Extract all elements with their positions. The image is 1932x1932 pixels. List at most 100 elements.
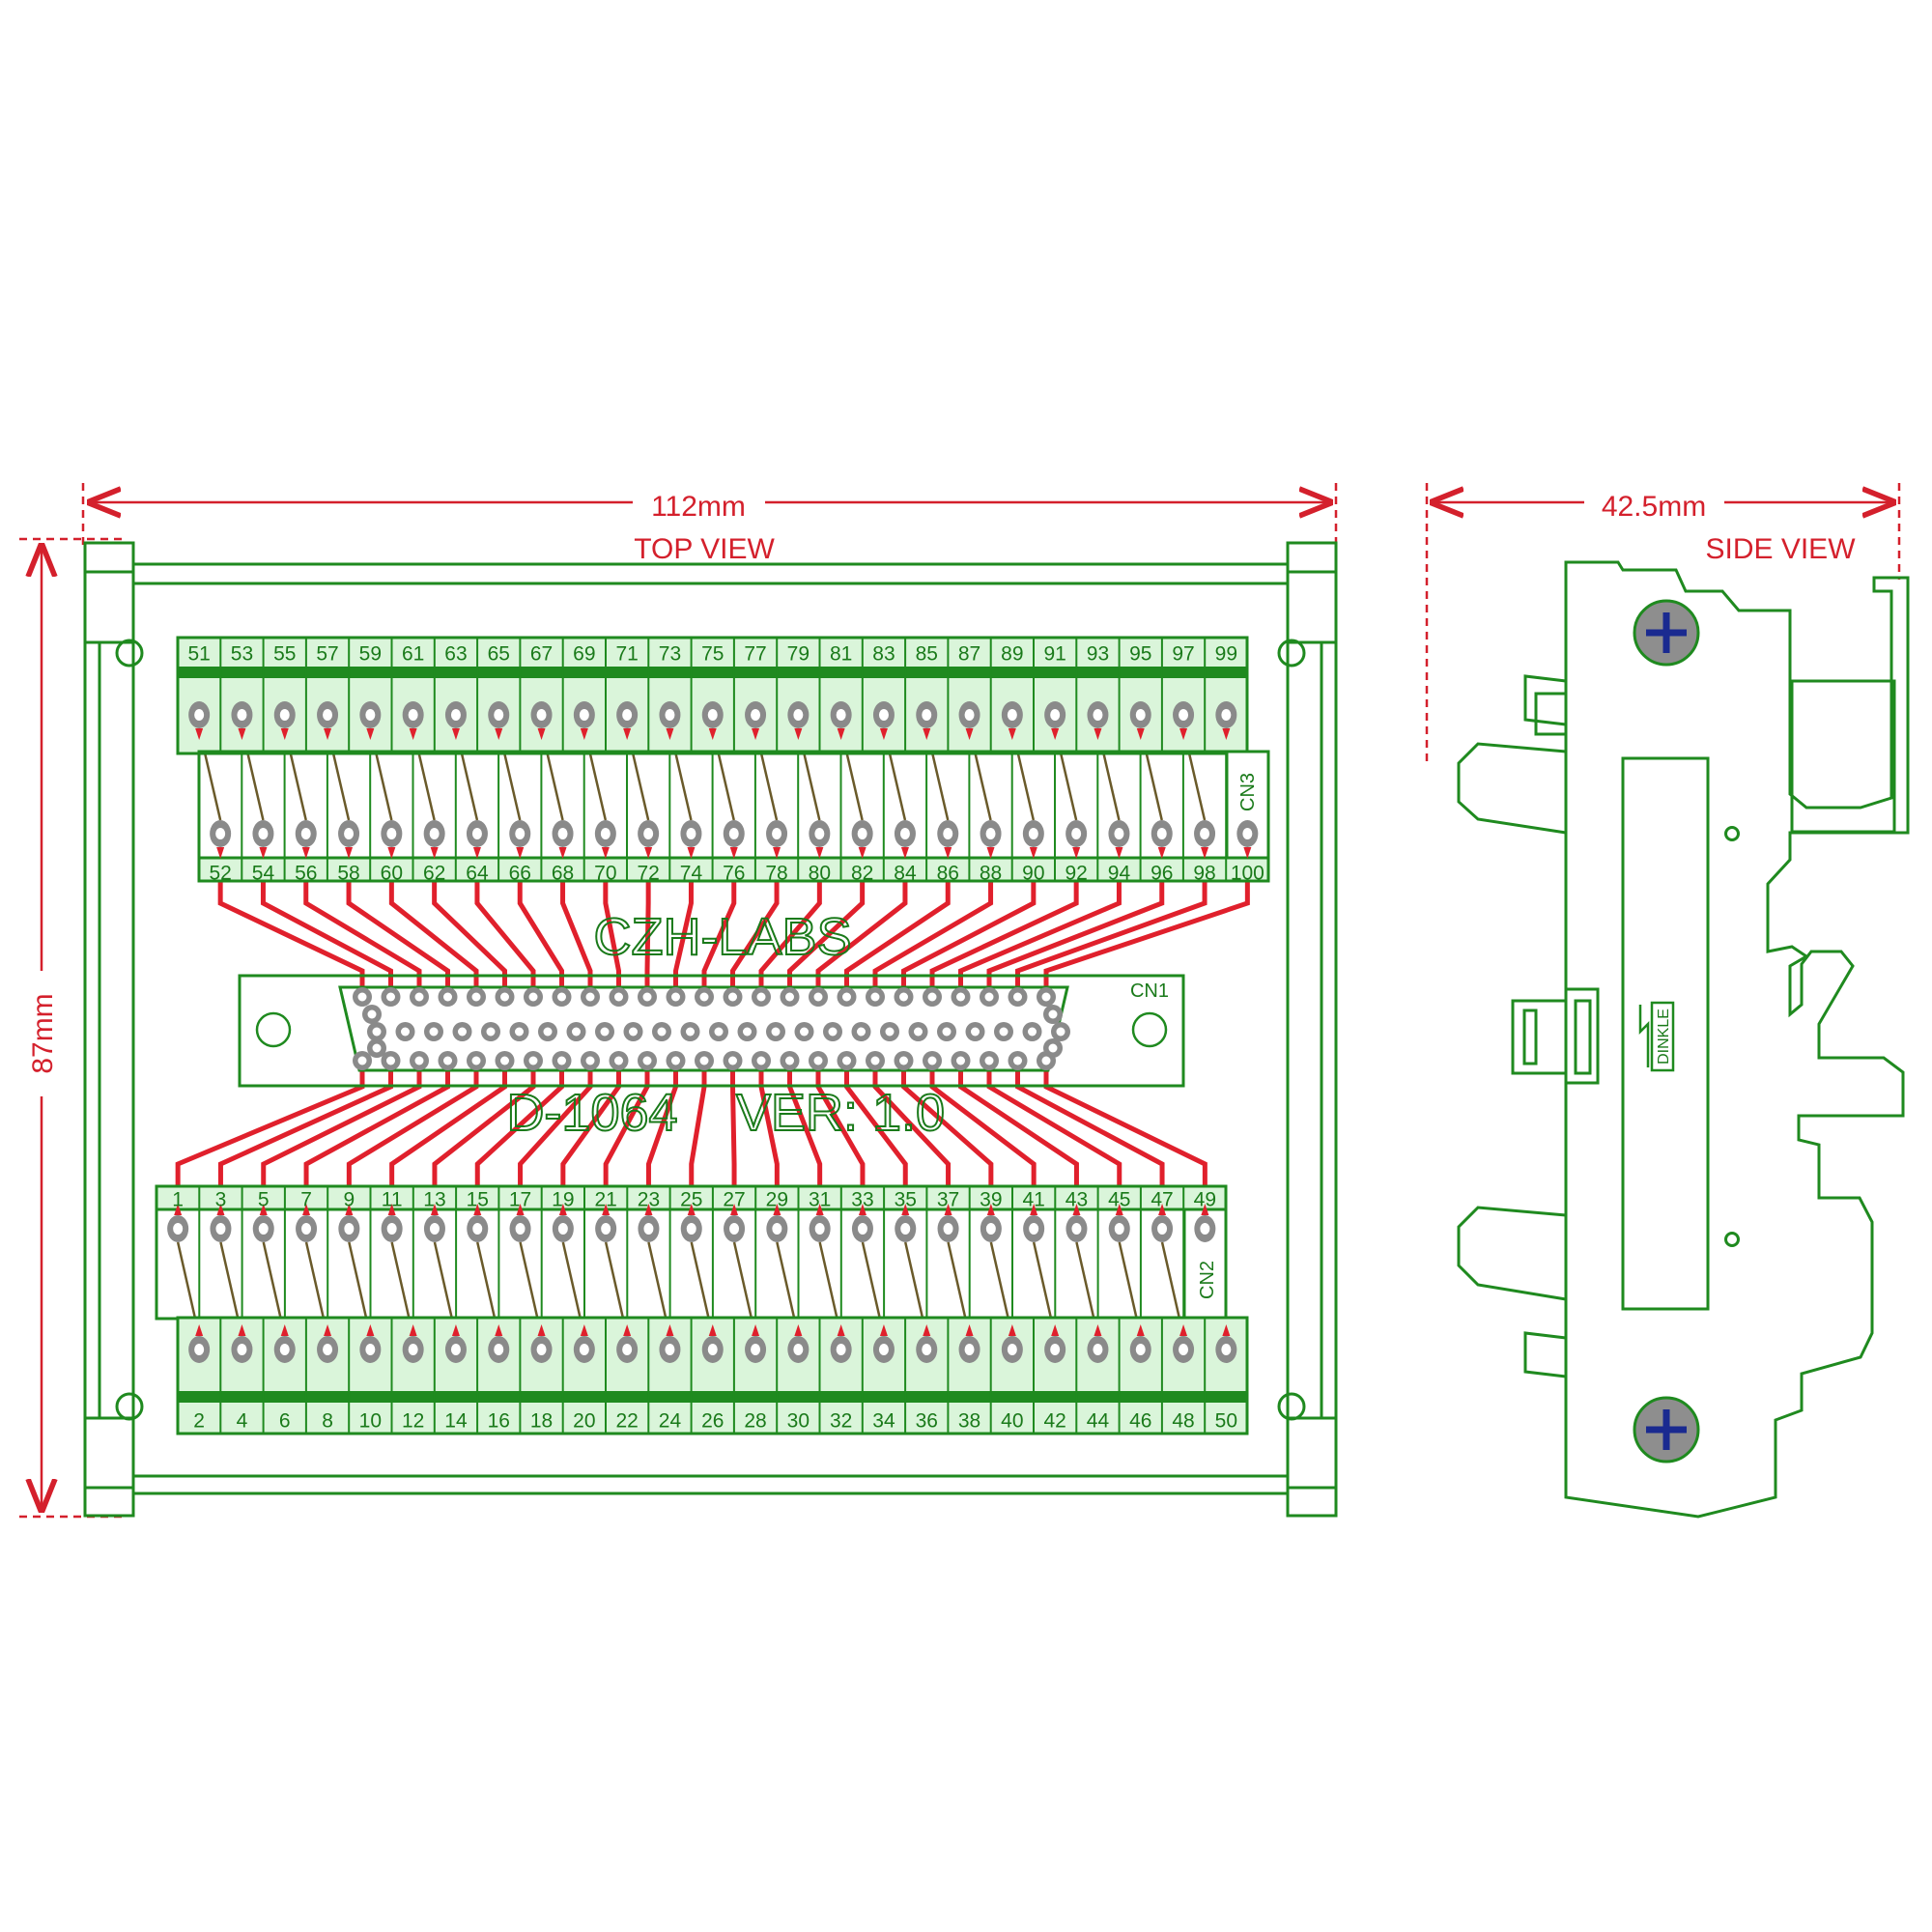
terminal-screw-pad [466,820,488,859]
terminal-number-label: 1 [172,1189,184,1211]
fanout-trace-bottom [787,1061,823,1186]
terminal-screw-pad [1151,820,1173,859]
fanout-trace-top [673,881,694,997]
fanout-trace-top [474,881,536,997]
terminal-screw-pad [701,1324,724,1363]
fanout-trace-bottom [432,1061,536,1186]
fanout-trace-bottom [958,1061,1079,1186]
terminal-screw-pad [830,701,852,740]
fanout-trace-bottom [303,1061,450,1186]
terminal-number-label: 60 [381,863,403,885]
terminal-number-label: 57 [316,643,338,666]
terminal-screw-pad [167,1204,189,1242]
dsub-pin-hole [686,1027,695,1037]
terminal-screw-pad [872,701,895,740]
dsub-pin-hole [771,1027,781,1037]
terminal-screw-pad [1022,820,1044,859]
dsub-pin-hole [614,1056,623,1065]
terminal-number-label: 83 [872,643,895,666]
dsub-pin-hole [386,1056,395,1065]
terminal-number-label: 86 [937,863,959,885]
dsub-pin-hole [785,1056,794,1065]
terminal-screw-pad [958,1324,980,1363]
terminal-number-label: 36 [916,1410,938,1433]
terminal-number-label: 26 [701,1410,724,1433]
terminal-number-label: 44 [1087,1410,1110,1433]
fanout-trace-top [603,881,621,997]
side-view-label: SIDE VIEW [1705,533,1856,565]
terminal-number-label: 39 [980,1189,1002,1211]
dsub-pin-hole [414,992,424,1002]
dsub-pin-hole [714,1027,724,1037]
terminal-screw-pad [723,820,745,859]
terminal-number-label: 7 [300,1189,312,1211]
fanout-trace-top [730,881,780,997]
terminal-number-label: 47 [1151,1189,1173,1211]
terminal-screw-pad [573,701,595,740]
terminal-screw-pad [381,1204,403,1242]
terminal-screw-pad [1194,820,1216,859]
pcb-trace-fanout [175,881,1250,1186]
brand-silkscreen: CZH-LABS [593,908,851,966]
dsub-pin-hole [671,1056,680,1065]
fanout-trace-bottom [758,1061,780,1186]
terminal-screw-pad [444,1324,467,1363]
dsub-pin-hole [642,1056,652,1065]
terminal-number-label: 25 [680,1189,702,1211]
side-view-housing [1457,560,1910,1519]
dsub-pin-hole [372,1043,382,1053]
fanout-trace-top [346,881,450,997]
terminal-number-label: 67 [530,643,553,666]
terminal-number-label: 40 [1001,1410,1023,1433]
terminal-screw-pad [851,1204,873,1242]
dsub-pin-hole [984,992,994,1002]
terminal-screw-pad [188,701,211,740]
terminal-screw-pad [488,1324,510,1363]
terminal-number-label: 37 [937,1189,959,1211]
terminal-number-label: 6 [279,1410,291,1433]
dsub-pin-hole [528,1056,538,1065]
dsub-pin-hole [572,1027,581,1037]
dsub-pin-hole [870,1056,880,1065]
terminal-screw-pad [745,701,767,740]
cn1-pin-array [353,987,1070,1070]
terminal-number-label: 28 [744,1410,766,1433]
terminal-screw-pad [402,1324,424,1363]
terminal-number-label: 46 [1129,1410,1151,1433]
fanout-trace-bottom [603,1061,650,1186]
width-dimension-label: 112mm [651,491,746,523]
terminal-screw-pad [509,820,531,859]
fanout-trace-bottom [1043,1061,1208,1186]
terminal-screw-pad [402,701,424,740]
terminal-number-label: 76 [723,863,745,885]
terminal-number-label: 89 [1001,643,1023,666]
terminal-number-label: 72 [637,863,659,885]
fanout-trace-bottom [901,1061,994,1186]
terminal-screw-pad [1129,1324,1151,1363]
dsub-pin-hole [699,992,709,1002]
dsub-pin-hole [557,992,566,1002]
dsub-pin-hole [543,1027,553,1037]
terminal-screw-pad [296,1204,318,1242]
terminal-screw-pad [1173,701,1195,740]
fanout-trace-top [260,881,393,997]
fanout-trace-bottom [1015,1061,1165,1186]
fanout-trace-bottom [518,1061,593,1186]
terminal-number-label: 58 [337,863,359,885]
dsub-pin-hole [528,992,538,1002]
terminal-number-label: 15 [467,1189,489,1211]
terminal-number-label: 55 [273,643,296,666]
terminal-screw-pad [1151,1204,1174,1242]
terminal-screw-pad [724,1204,746,1242]
dinkle-logo: DINKLE [1638,1001,1675,1072]
terminal-number-label: 59 [359,643,382,666]
terminal-number-label: 62 [423,863,445,885]
fanout-trace-top [560,881,593,997]
dsub-pin-hole [500,1056,509,1065]
terminal-number-label: 48 [1172,1410,1194,1433]
terminal-number-label: 73 [659,643,681,666]
terminal-screw-pad [530,701,553,740]
terminal-screw-pad [252,1204,274,1242]
dsub-pin-hole [671,992,680,1002]
